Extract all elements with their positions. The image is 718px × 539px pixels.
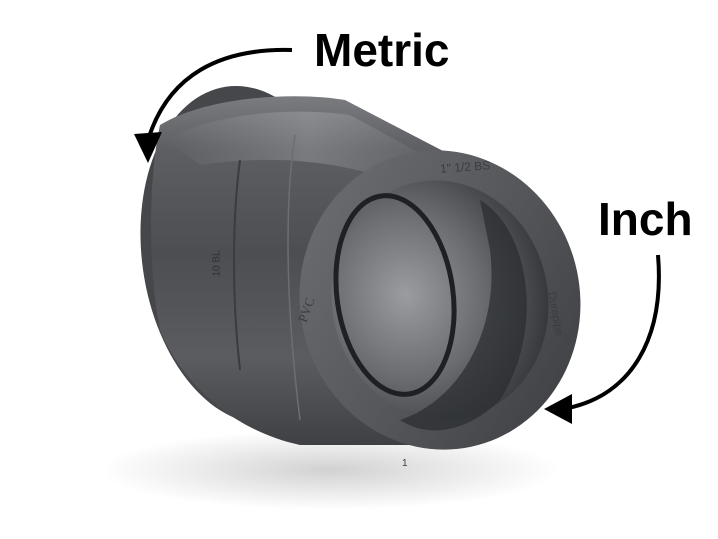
curved-arrow-icon bbox=[134, 47, 293, 163]
fitting-marking-stamp: 10 BL bbox=[211, 250, 223, 277]
curved-arrow-icon bbox=[544, 254, 661, 424]
inch-label: Inch bbox=[598, 193, 693, 245]
inner-shadow bbox=[400, 200, 527, 431]
floor-shadow bbox=[100, 430, 560, 510]
fitting-marking-bottom: 1 bbox=[402, 458, 408, 469]
seam-line bbox=[233, 159, 241, 371]
metric-label: Metric bbox=[314, 24, 450, 76]
seam-line bbox=[287, 134, 301, 421]
coupling-inner-stop bbox=[333, 193, 457, 397]
coupling-highlight bbox=[165, 111, 455, 200]
